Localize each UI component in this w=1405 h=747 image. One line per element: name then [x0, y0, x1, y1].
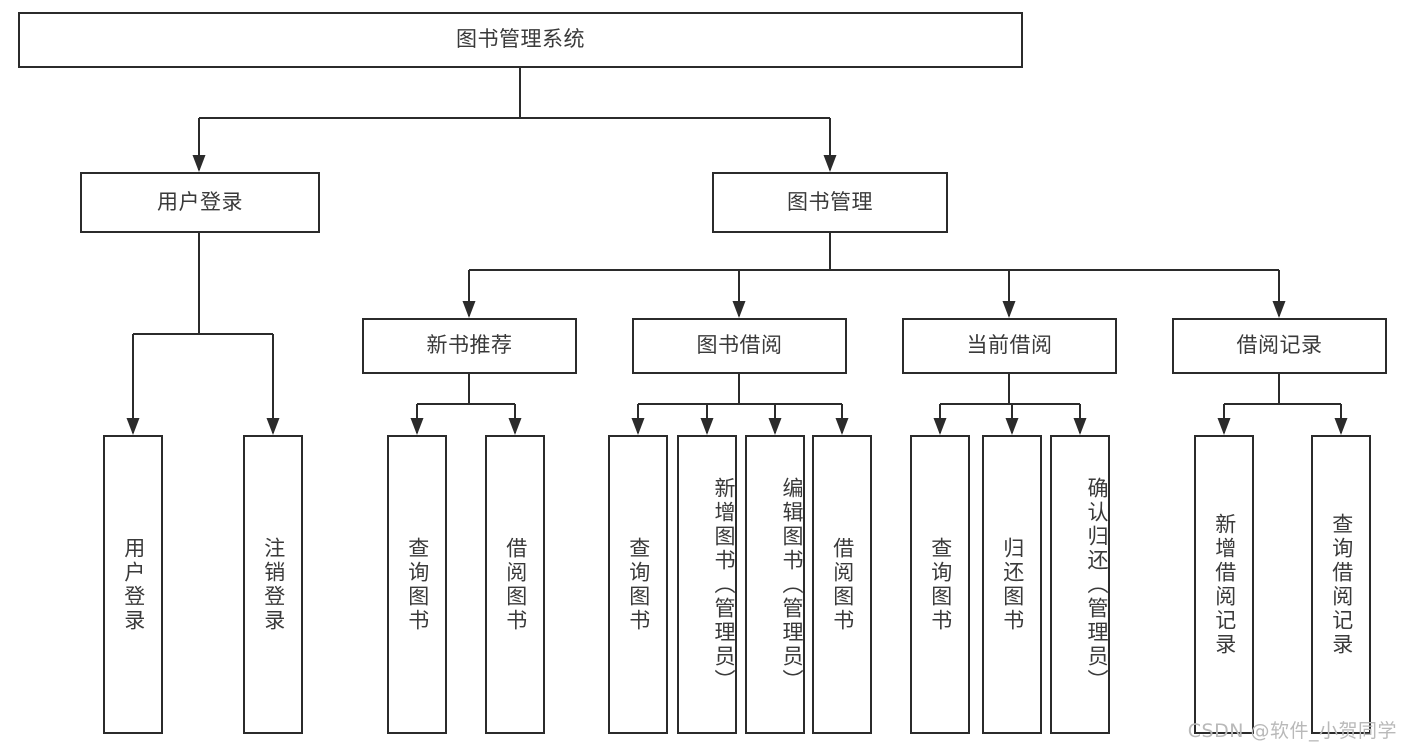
node-leaf-confirm-return-admin[interactable]: 确认归还（管理员） [1050, 435, 1110, 734]
node-label: 归还图书 [1000, 536, 1025, 633]
node-label: 查询图书 [928, 536, 953, 633]
node-new-book-recommend[interactable]: 新书推荐 [362, 318, 577, 374]
node-leaf-user-login[interactable]: 用户登录 [103, 435, 163, 734]
node-current-borrow[interactable]: 当前借阅 [902, 318, 1117, 374]
node-label: 新增借阅记录 [1212, 512, 1237, 657]
node-label: 用户登录 [157, 189, 243, 214]
arrow-head-book-manage-to-level2-2 [1002, 301, 1016, 318]
watermark-label: CSDN @软件_小贺同学 [1187, 720, 1397, 742]
node-label: 查询图书 [405, 536, 430, 633]
arrow-head-current-borrow-to-leaves-2 [1073, 418, 1087, 435]
node-label: 借阅图书 [830, 536, 855, 633]
node-book-borrow[interactable]: 图书借阅 [632, 318, 847, 374]
arrow-head-book-manage-to-level2-0 [462, 301, 476, 318]
node-label: 当前借阅 [966, 333, 1053, 358]
node-leaf-query-borrow-record[interactable]: 查询借阅记录 [1311, 435, 1371, 734]
arrow-head-current-borrow-to-leaves-0 [933, 418, 947, 435]
node-label: 借阅记录 [1236, 333, 1323, 358]
node-leaf-return-book[interactable]: 归还图书 [982, 435, 1042, 734]
arrow-head-current-borrow-to-leaves-1 [1005, 418, 1019, 435]
arrow-head-book-borrow-to-leaves-0 [631, 418, 645, 435]
node-leaf-query-book-rec[interactable]: 查询图书 [387, 435, 447, 734]
arrow-head-book-borrow-to-leaves-2 [768, 418, 782, 435]
arrow-head-borrow-record-to-leaves-0 [1217, 418, 1231, 435]
node-leaf-add-book-admin[interactable]: 新增图书（管理员） [677, 435, 737, 734]
node-leaf-query-book-cur[interactable]: 查询图书 [910, 435, 970, 734]
node-leaf-logout[interactable]: 注销登录 [243, 435, 303, 734]
node-book-manage[interactable]: 图书管理 [712, 172, 948, 233]
node-label: 图书管理 [787, 189, 873, 214]
arrow-head-book-manage-to-level2-1 [732, 301, 746, 318]
node-leaf-borrow-book[interactable]: 借阅图书 [812, 435, 872, 734]
node-root[interactable]: 图书管理系统 [18, 12, 1023, 68]
node-label: 图书管理系统 [456, 27, 585, 52]
node-leaf-add-borrow-record[interactable]: 新增借阅记录 [1194, 435, 1254, 734]
arrow-head-root-to-level1-0 [192, 155, 206, 172]
arrow-head-user-login-to-leaves-0 [126, 418, 140, 435]
arrow-head-book-borrow-to-leaves-1 [700, 418, 714, 435]
node-label: 确认归还（管理员） [1085, 476, 1109, 693]
node-label: 新书推荐 [426, 333, 513, 358]
node-borrow-record[interactable]: 借阅记录 [1172, 318, 1387, 374]
node-leaf-borrow-book-rec[interactable]: 借阅图书 [485, 435, 545, 734]
node-leaf-edit-book-admin[interactable]: 编辑图书（管理员） [745, 435, 805, 734]
node-label: 查询借阅记录 [1329, 512, 1354, 657]
node-label: 编辑图书（管理员） [780, 476, 804, 693]
arrow-head-book-borrow-to-leaves-3 [835, 418, 849, 435]
arrow-head-borrow-record-to-leaves-1 [1334, 418, 1348, 435]
node-label: 注销登录 [261, 536, 286, 633]
node-label: 图书借阅 [696, 333, 783, 358]
arrow-head-book-manage-to-level2-3 [1272, 301, 1286, 318]
node-label: 新增图书（管理员） [712, 476, 736, 693]
arrow-head-new-book-recommend-to-leaves-0 [410, 418, 424, 435]
node-label: 查询图书 [626, 536, 651, 633]
arrow-head-new-book-recommend-to-leaves-1 [508, 418, 522, 435]
node-user-login[interactable]: 用户登录 [80, 172, 320, 233]
node-label: 借阅图书 [503, 536, 528, 633]
node-leaf-query-book-borrow[interactable]: 查询图书 [608, 435, 668, 734]
arrow-head-user-login-to-leaves-1 [266, 418, 280, 435]
arrow-head-root-to-level1-1 [823, 155, 837, 172]
node-label: 用户登录 [121, 536, 146, 633]
